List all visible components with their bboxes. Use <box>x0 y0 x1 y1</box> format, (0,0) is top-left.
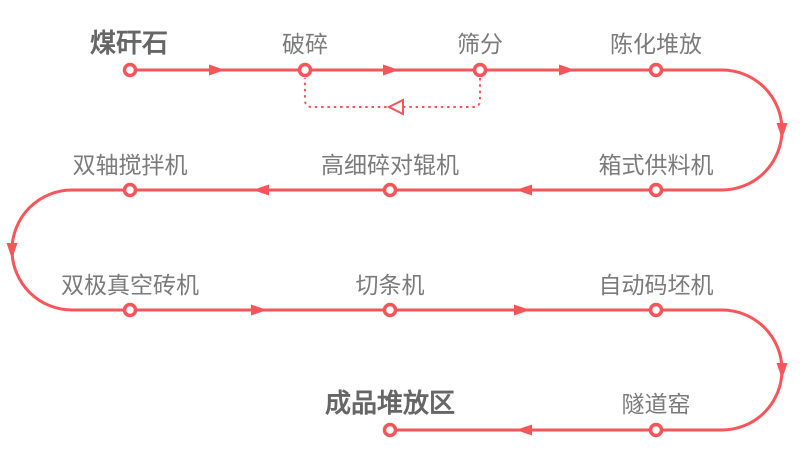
node-fine-crushing-roller <box>382 182 398 198</box>
node-aging-stockpile <box>648 62 664 78</box>
label-cutting-machine: 切条机 <box>356 272 425 298</box>
label-auto-stacker: 自动码坯机 <box>599 272 714 298</box>
label-tunnel-kiln: 隧道窑 <box>622 391 691 417</box>
node-crushing <box>297 62 313 78</box>
node-finished-area <box>382 422 398 438</box>
feedback-arrow-left-icon <box>386 98 404 116</box>
arrow-right-icon <box>514 304 530 316</box>
arrow-down-icon <box>776 363 788 379</box>
node-box-feeder <box>648 182 664 198</box>
node-vacuum-brick-machine <box>122 302 138 318</box>
node-screening <box>472 62 488 78</box>
label-fine-crushing-roller: 高细碎对辊机 <box>321 152 459 178</box>
label-vacuum-brick-machine: 双极真空砖机 <box>61 272 199 298</box>
node-coal-gangue <box>122 62 138 78</box>
node-auto-stacker <box>648 302 664 318</box>
arrow-left-icon <box>516 424 532 436</box>
label-coal-gangue: 煤矸石 <box>90 28 168 58</box>
arrow-left-icon <box>253 184 269 196</box>
arrow-left-icon <box>516 184 532 196</box>
label-aging-stockpile: 陈化堆放 <box>610 31 702 57</box>
arrow-down-icon <box>6 243 18 259</box>
label-screening: 筛分 <box>457 31 503 57</box>
arrow-right-icon <box>251 304 267 316</box>
arrow-down-icon <box>776 123 788 139</box>
arrow-right-icon <box>383 64 399 76</box>
node-tunnel-kiln <box>648 422 664 438</box>
label-double-shaft-mixer: 双轴搅拌机 <box>73 152 188 178</box>
arrow-right-icon <box>209 64 225 76</box>
node-cutting-machine <box>382 302 398 318</box>
flow-line <box>10 68 784 432</box>
node-double-shaft-mixer <box>122 182 138 198</box>
feedback-line <box>304 78 481 108</box>
arrow-right-icon <box>559 64 575 76</box>
label-finished-area: 成品堆放区 <box>325 388 455 418</box>
label-crushing: 破碎 <box>282 31 328 57</box>
label-box-feeder: 箱式供料机 <box>599 152 714 178</box>
